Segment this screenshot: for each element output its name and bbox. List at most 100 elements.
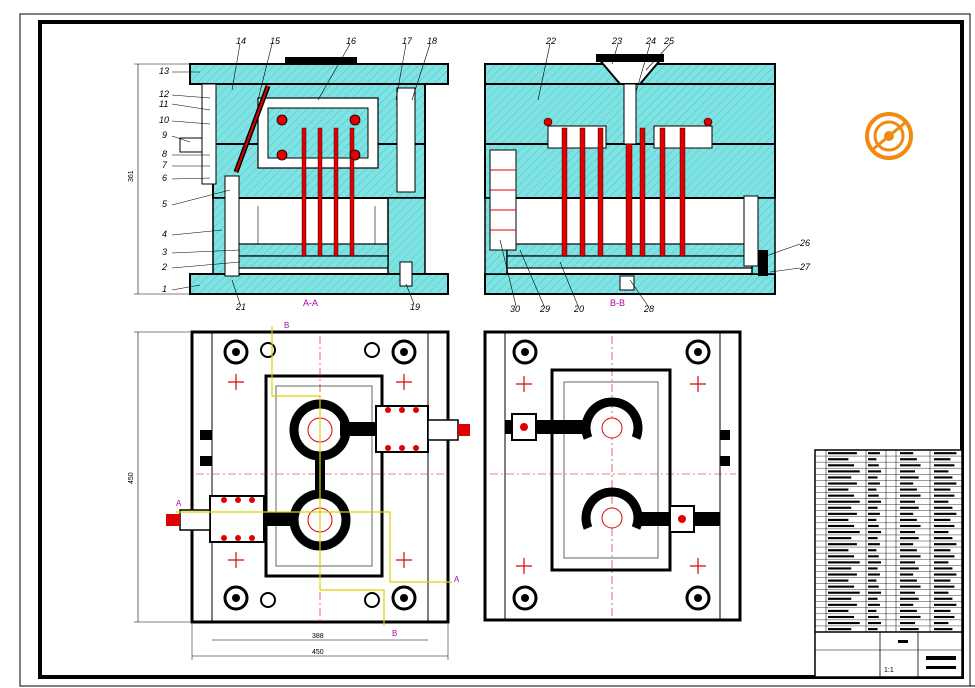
part-label-2: 2	[161, 262, 167, 272]
parts-list-cell-text	[900, 609, 917, 612]
dim-width-outer: 450	[312, 649, 324, 656]
parts-list-cell-text	[934, 494, 955, 497]
parts-list-cell-text	[828, 609, 849, 612]
parts-list-cell-text	[900, 585, 921, 588]
parts-list-cell-text	[934, 609, 951, 612]
parts-list-cell-text	[828, 494, 855, 497]
parts-list-cell-text	[828, 476, 852, 479]
parts-list-cell-text	[828, 482, 857, 485]
parts-list-cell-text	[828, 628, 852, 631]
part-label-5: 5	[162, 199, 168, 209]
dim-width-inner: 388	[312, 633, 324, 640]
cut-label-a-left: A	[176, 499, 182, 508]
parts-list-cell-text	[900, 452, 914, 455]
part-label-7: 7	[162, 160, 168, 170]
parts-list-cell-text	[934, 524, 955, 528]
parts-list-cell-text	[934, 458, 951, 461]
part-label-25: 25	[663, 36, 675, 46]
parts-list-cell-text	[828, 603, 857, 606]
parts-list-cell-text	[868, 597, 878, 600]
parts-list-cell-text	[828, 470, 860, 473]
parts-list-cell-text	[868, 506, 878, 509]
parts-list-cell-text	[828, 518, 849, 521]
dim-plan-height: 450	[128, 472, 135, 484]
parts-list-cell-text	[900, 482, 914, 485]
parts-list-cell-text	[868, 573, 880, 576]
parts-list-cell-text	[934, 506, 953, 509]
parts-list-cell-text	[828, 537, 852, 540]
parts-list-cell-text	[934, 585, 955, 588]
parts-list-cell-text	[868, 470, 882, 473]
parts-list-cell-text	[828, 549, 849, 552]
parts-list-cell-text	[934, 482, 957, 485]
parts-list-cell-text	[934, 579, 951, 582]
section-b-label: B-B	[610, 298, 625, 308]
parts-list-cell-text	[900, 628, 919, 631]
parts-list-cell-text	[934, 597, 953, 600]
parts-list-cell-text	[934, 500, 949, 503]
parts-list-cell-text	[934, 621, 949, 625]
parts-list-cell-text	[868, 476, 878, 479]
parts-list-cell-text	[900, 573, 914, 576]
part-label-1: 1	[162, 284, 167, 294]
part-label-15: 15	[270, 36, 281, 46]
parts-list-cell-text	[934, 567, 953, 570]
parts-list-cell-text	[900, 530, 916, 534]
parts-list-cell-text	[900, 494, 921, 497]
parts-list-cell-text	[828, 512, 857, 515]
dim-height: 361	[128, 170, 135, 182]
parts-list-cell-text	[828, 506, 852, 509]
part-label-22: 22	[545, 36, 556, 46]
parts-list-cell-text	[868, 591, 882, 594]
parts-list-cell-text	[828, 464, 855, 467]
parts-list-cell-text	[934, 464, 955, 467]
part-callouts-a	[171, 43, 431, 305]
part-label-18: 18	[427, 36, 437, 46]
parts-list-cell-text	[828, 585, 855, 588]
part-label-23: 23	[611, 36, 622, 46]
part-label-11: 11	[159, 99, 168, 109]
parts-list-cell-text	[828, 524, 855, 528]
parts-list-cell-text	[900, 464, 921, 467]
section-a-view: 361	[128, 57, 449, 308]
parts-list-cell-text	[934, 530, 949, 534]
parts-list-cell-text	[900, 615, 921, 619]
part-label-10: 10	[159, 115, 169, 125]
parts-list-cell-text	[900, 500, 916, 503]
parts-list-cell-text	[868, 488, 877, 491]
parts-list-cell-text	[868, 549, 877, 552]
inner-frame	[38, 20, 964, 679]
part-label-30: 30	[510, 304, 520, 314]
parts-list-cell-text	[934, 615, 955, 619]
part-label-9: 9	[162, 130, 167, 140]
parts-list-cell-text	[900, 561, 916, 564]
parts-list-cell-text	[934, 573, 957, 576]
parts-list-cell-text	[828, 458, 849, 461]
cut-label-a-right: A	[454, 575, 460, 584]
part-label-17: 17	[402, 36, 413, 46]
logo-seal	[865, 112, 913, 160]
parts-list-cell-text	[828, 591, 860, 594]
parts-list-cell-text	[868, 603, 880, 606]
part-label-29: 29	[539, 304, 550, 314]
parts-list-cell-text	[934, 603, 957, 606]
parts-list-cell-text	[828, 452, 857, 455]
parts-list-cell-text	[934, 452, 957, 455]
parts-list-cell-text	[934, 488, 951, 491]
parts-list-cell-text	[900, 470, 916, 473]
parts-list-cell-text	[828, 621, 860, 625]
parts-list-cell-text	[934, 476, 953, 479]
plan-view-right	[483, 330, 742, 622]
parts-list-cell-text	[900, 512, 914, 515]
part-label-8: 8	[162, 149, 167, 159]
parts-list-cell-text	[868, 482, 880, 485]
parts-list-cell-text	[900, 579, 917, 582]
parts-list-cell-text	[900, 543, 914, 546]
parts-list-cell-text	[900, 506, 919, 509]
part-callouts-b	[499, 43, 801, 307]
parts-list-cell-text	[828, 561, 860, 564]
parts-list-cell-text	[900, 549, 917, 552]
part-label-20: 20	[573, 304, 584, 314]
part-label-19: 19	[410, 302, 420, 312]
title-block: 1:1	[814, 449, 963, 678]
